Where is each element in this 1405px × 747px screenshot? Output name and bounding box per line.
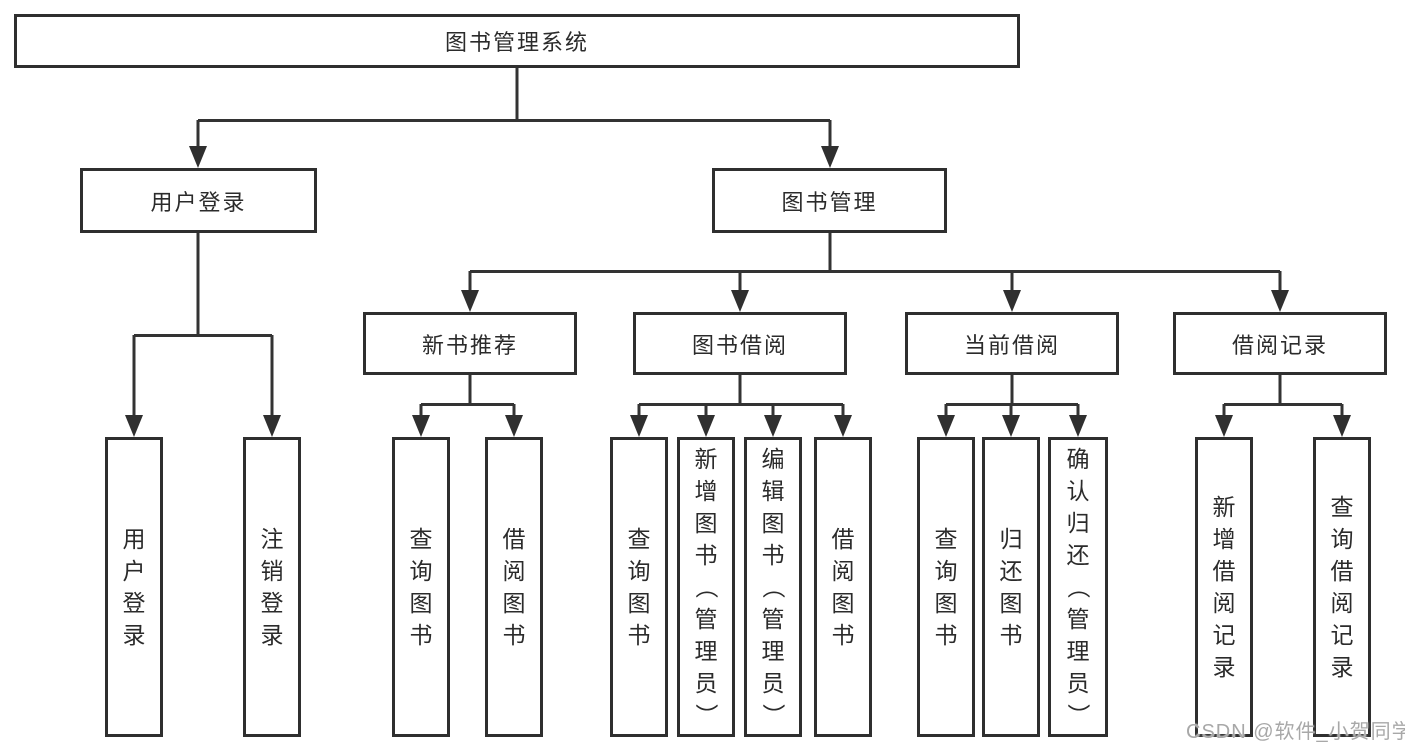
leaf-borrow-books-label: 借阅图书 <box>831 526 855 648</box>
node-user-login-label: 用户登录 <box>150 189 247 215</box>
leaf-query-borrow-record-label: 查询借阅记录 <box>1330 494 1354 680</box>
leaf-logout: 注销登录 <box>243 437 301 737</box>
arrowheads <box>125 146 1351 437</box>
leaf-borrow-books: 借阅图书 <box>814 437 872 737</box>
node-root-label: 图书管理系统 <box>444 30 589 55</box>
node-current-borrow-label: 当前借阅 <box>963 332 1060 358</box>
leaf-edit-book-admin-label: 编辑图书（管理员） <box>760 446 786 727</box>
node-root: 图书管理系统 <box>14 14 1020 68</box>
leaf-confirm-return-admin: 确认归还（管理员） <box>1048 437 1108 737</box>
node-book-borrow-label: 图书借阅 <box>691 332 788 358</box>
leaf-query-books-recommend-label: 查询图书 <box>409 526 433 648</box>
leaf-return-book-label: 归还图书 <box>999 526 1023 648</box>
leaf-add-book-admin: 新增图书（管理员） <box>677 437 735 737</box>
leaf-edit-book-admin: 编辑图书（管理员） <box>744 437 802 737</box>
leaf-confirm-return-admin-label: 确认归还（管理员） <box>1065 446 1091 727</box>
leaf-logout-label: 注销登录 <box>260 526 284 648</box>
leaf-add-book-admin-label: 新增图书（管理员） <box>693 446 719 727</box>
node-borrow-records: 借阅记录 <box>1173 312 1387 375</box>
node-current-borrow: 当前借阅 <box>905 312 1119 375</box>
node-book-management: 图书管理 <box>712 168 947 233</box>
node-new-book-recommend: 新书推荐 <box>363 312 577 375</box>
node-user-login: 用户登录 <box>80 168 317 233</box>
leaf-query-books-borrow: 查询图书 <box>610 437 668 737</box>
leaf-add-borrow-record: 新增借阅记录 <box>1195 437 1253 737</box>
leaf-borrow-books-recommend-label: 借阅图书 <box>502 526 526 648</box>
node-new-book-recommend-label: 新书推荐 <box>421 332 518 358</box>
leaf-query-books-recommend: 查询图书 <box>392 437 450 737</box>
leaf-query-books-current: 查询图书 <box>917 437 975 737</box>
leaf-user-login: 用户登录 <box>105 437 163 737</box>
leaf-user-login-label: 用户登录 <box>122 526 146 648</box>
leaf-borrow-books-recommend: 借阅图书 <box>485 437 543 737</box>
leaf-query-books-current-label: 查询图书 <box>934 526 958 648</box>
node-borrow-records-label: 借阅记录 <box>1231 332 1328 358</box>
leaf-query-borrow-record: 查询借阅记录 <box>1313 437 1371 737</box>
node-book-borrow: 图书借阅 <box>633 312 847 375</box>
leaf-return-book: 归还图书 <box>982 437 1040 737</box>
csdn-watermark: CSDN @软件_小贺同学 <box>1186 721 1405 743</box>
leaf-add-borrow-record-label: 新增借阅记录 <box>1212 494 1236 680</box>
leaf-query-books-borrow-label: 查询图书 <box>627 526 651 648</box>
node-book-management-label: 图书管理 <box>781 189 878 215</box>
